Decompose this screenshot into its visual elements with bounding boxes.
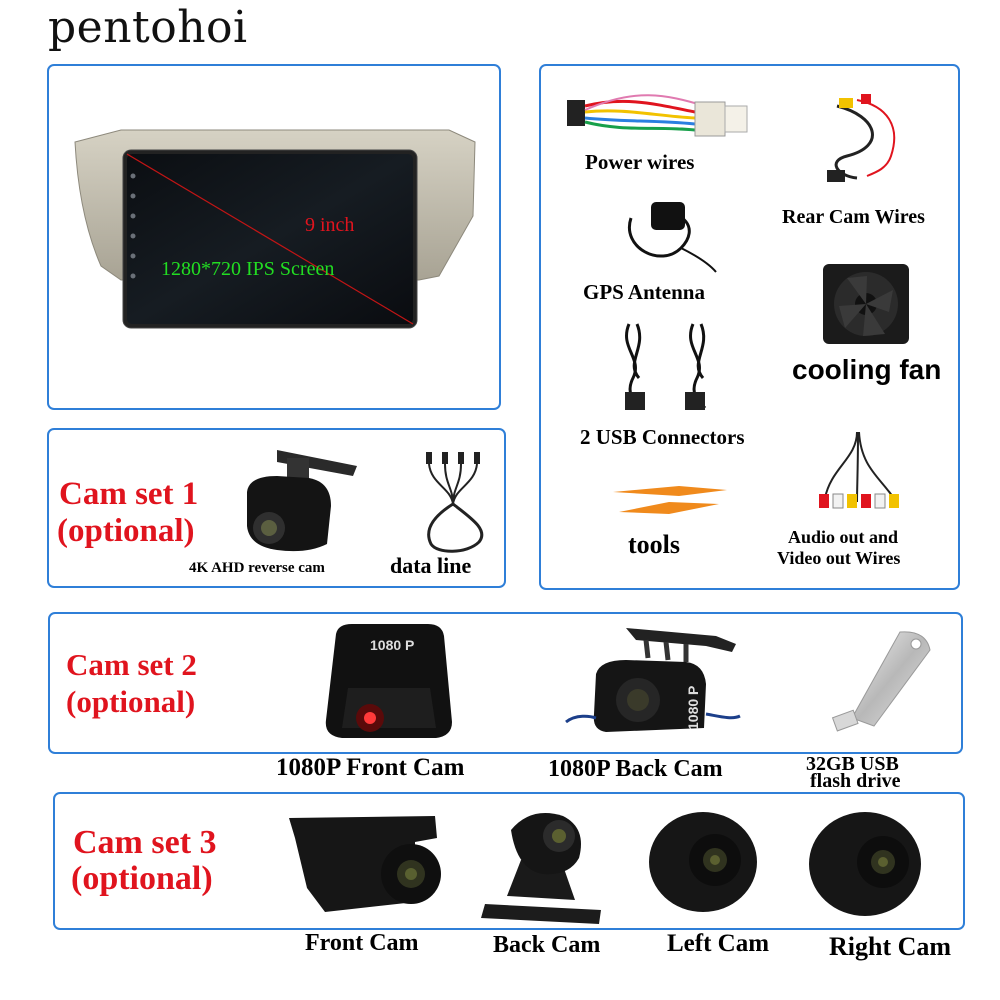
cam-set-2-panel: Cam set 2 (optional) 1080 P 1080P Front …	[48, 612, 963, 791]
rear-cam-wires-label: Rear Cam Wires	[782, 206, 925, 228]
usb-flash-drive-label-line2: flash drive	[810, 770, 901, 792]
front-cam-3-label: Front Cam	[305, 930, 419, 956]
front-cam-device-badge: 1080 P	[370, 637, 414, 653]
av-wires-image	[819, 431, 899, 509]
back-cam-3-label: Back Cam	[493, 932, 601, 958]
cam-set-1-panel: Cam set 1 (optional) 4K AHD reverse cam …	[47, 428, 506, 588]
usb-flash-drive-label-line1: 32GB USB	[806, 753, 899, 775]
right-cam-image	[809, 812, 921, 916]
rear-cam-wires-image	[827, 94, 896, 182]
right-cam-label: Right Cam	[829, 932, 952, 961]
usb-connectors-image	[625, 323, 707, 410]
front-cam-3-image	[289, 816, 441, 912]
cam-set-1-title-line1: Cam set 1	[59, 476, 199, 512]
tools-image	[613, 486, 727, 514]
cam-set-3-title-line2: (optional)	[71, 860, 213, 897]
cam-set-2-title-line1: Cam set 2	[66, 647, 197, 682]
back-cam-3-image	[481, 813, 601, 924]
screen-size-label: 9 inch	[305, 214, 355, 236]
usb-connectors-label: 2 USB Connectors	[580, 425, 745, 449]
left-cam-image	[649, 812, 757, 912]
brand-title: pentohoi	[48, 2, 248, 53]
gps-antenna-label: GPS Antenna	[583, 280, 705, 304]
cam-set-3-title-line1: Cam set 3	[73, 824, 217, 861]
power-wires-image	[567, 94, 748, 137]
reverse-cam-image	[247, 450, 357, 552]
accessories-panel: Power wires Rear Cam Wires GPS Antenna c…	[539, 64, 960, 590]
usb-flash-drive-image	[831, 631, 931, 732]
data-line-image	[426, 452, 484, 553]
reverse-cam-label: 4K AHD reverse cam	[189, 560, 325, 576]
screen-resolution-label: 1280*720 IPS Screen	[161, 258, 335, 280]
front-cam-device-image: 1080 P	[325, 624, 452, 738]
tools-label: tools	[628, 530, 680, 559]
front-cam-2-label: 1080P Front Cam	[276, 754, 465, 781]
cam-set-3-panel: Cam set 3 (optional) Front Cam Back Cam …	[53, 792, 965, 961]
data-line-label: data line	[390, 553, 472, 578]
av-wires-label-line1: Audio out and	[788, 527, 899, 547]
head-unit-panel: 9 inch 1280*720 IPS Screen	[47, 64, 501, 410]
cam-set-1-title-line2: (optional)	[57, 513, 195, 549]
head-unit-image	[74, 129, 476, 329]
left-cam-label: Left Cam	[667, 930, 770, 957]
cooling-fan-label: cooling fan	[792, 354, 942, 385]
back-cam-2-label: 1080P Back Cam	[548, 756, 723, 782]
av-wires-label-line2: Video out Wires	[777, 548, 901, 568]
power-wires-label: Power wires	[585, 150, 695, 174]
cooling-fan-image	[823, 264, 909, 344]
gps-antenna-image	[627, 202, 717, 273]
back-cam-device-image: 1080 P	[565, 628, 741, 732]
back-cam-device-badge: 1080 P	[685, 686, 701, 730]
cam-set-2-title-line2: (optional)	[66, 684, 196, 719]
